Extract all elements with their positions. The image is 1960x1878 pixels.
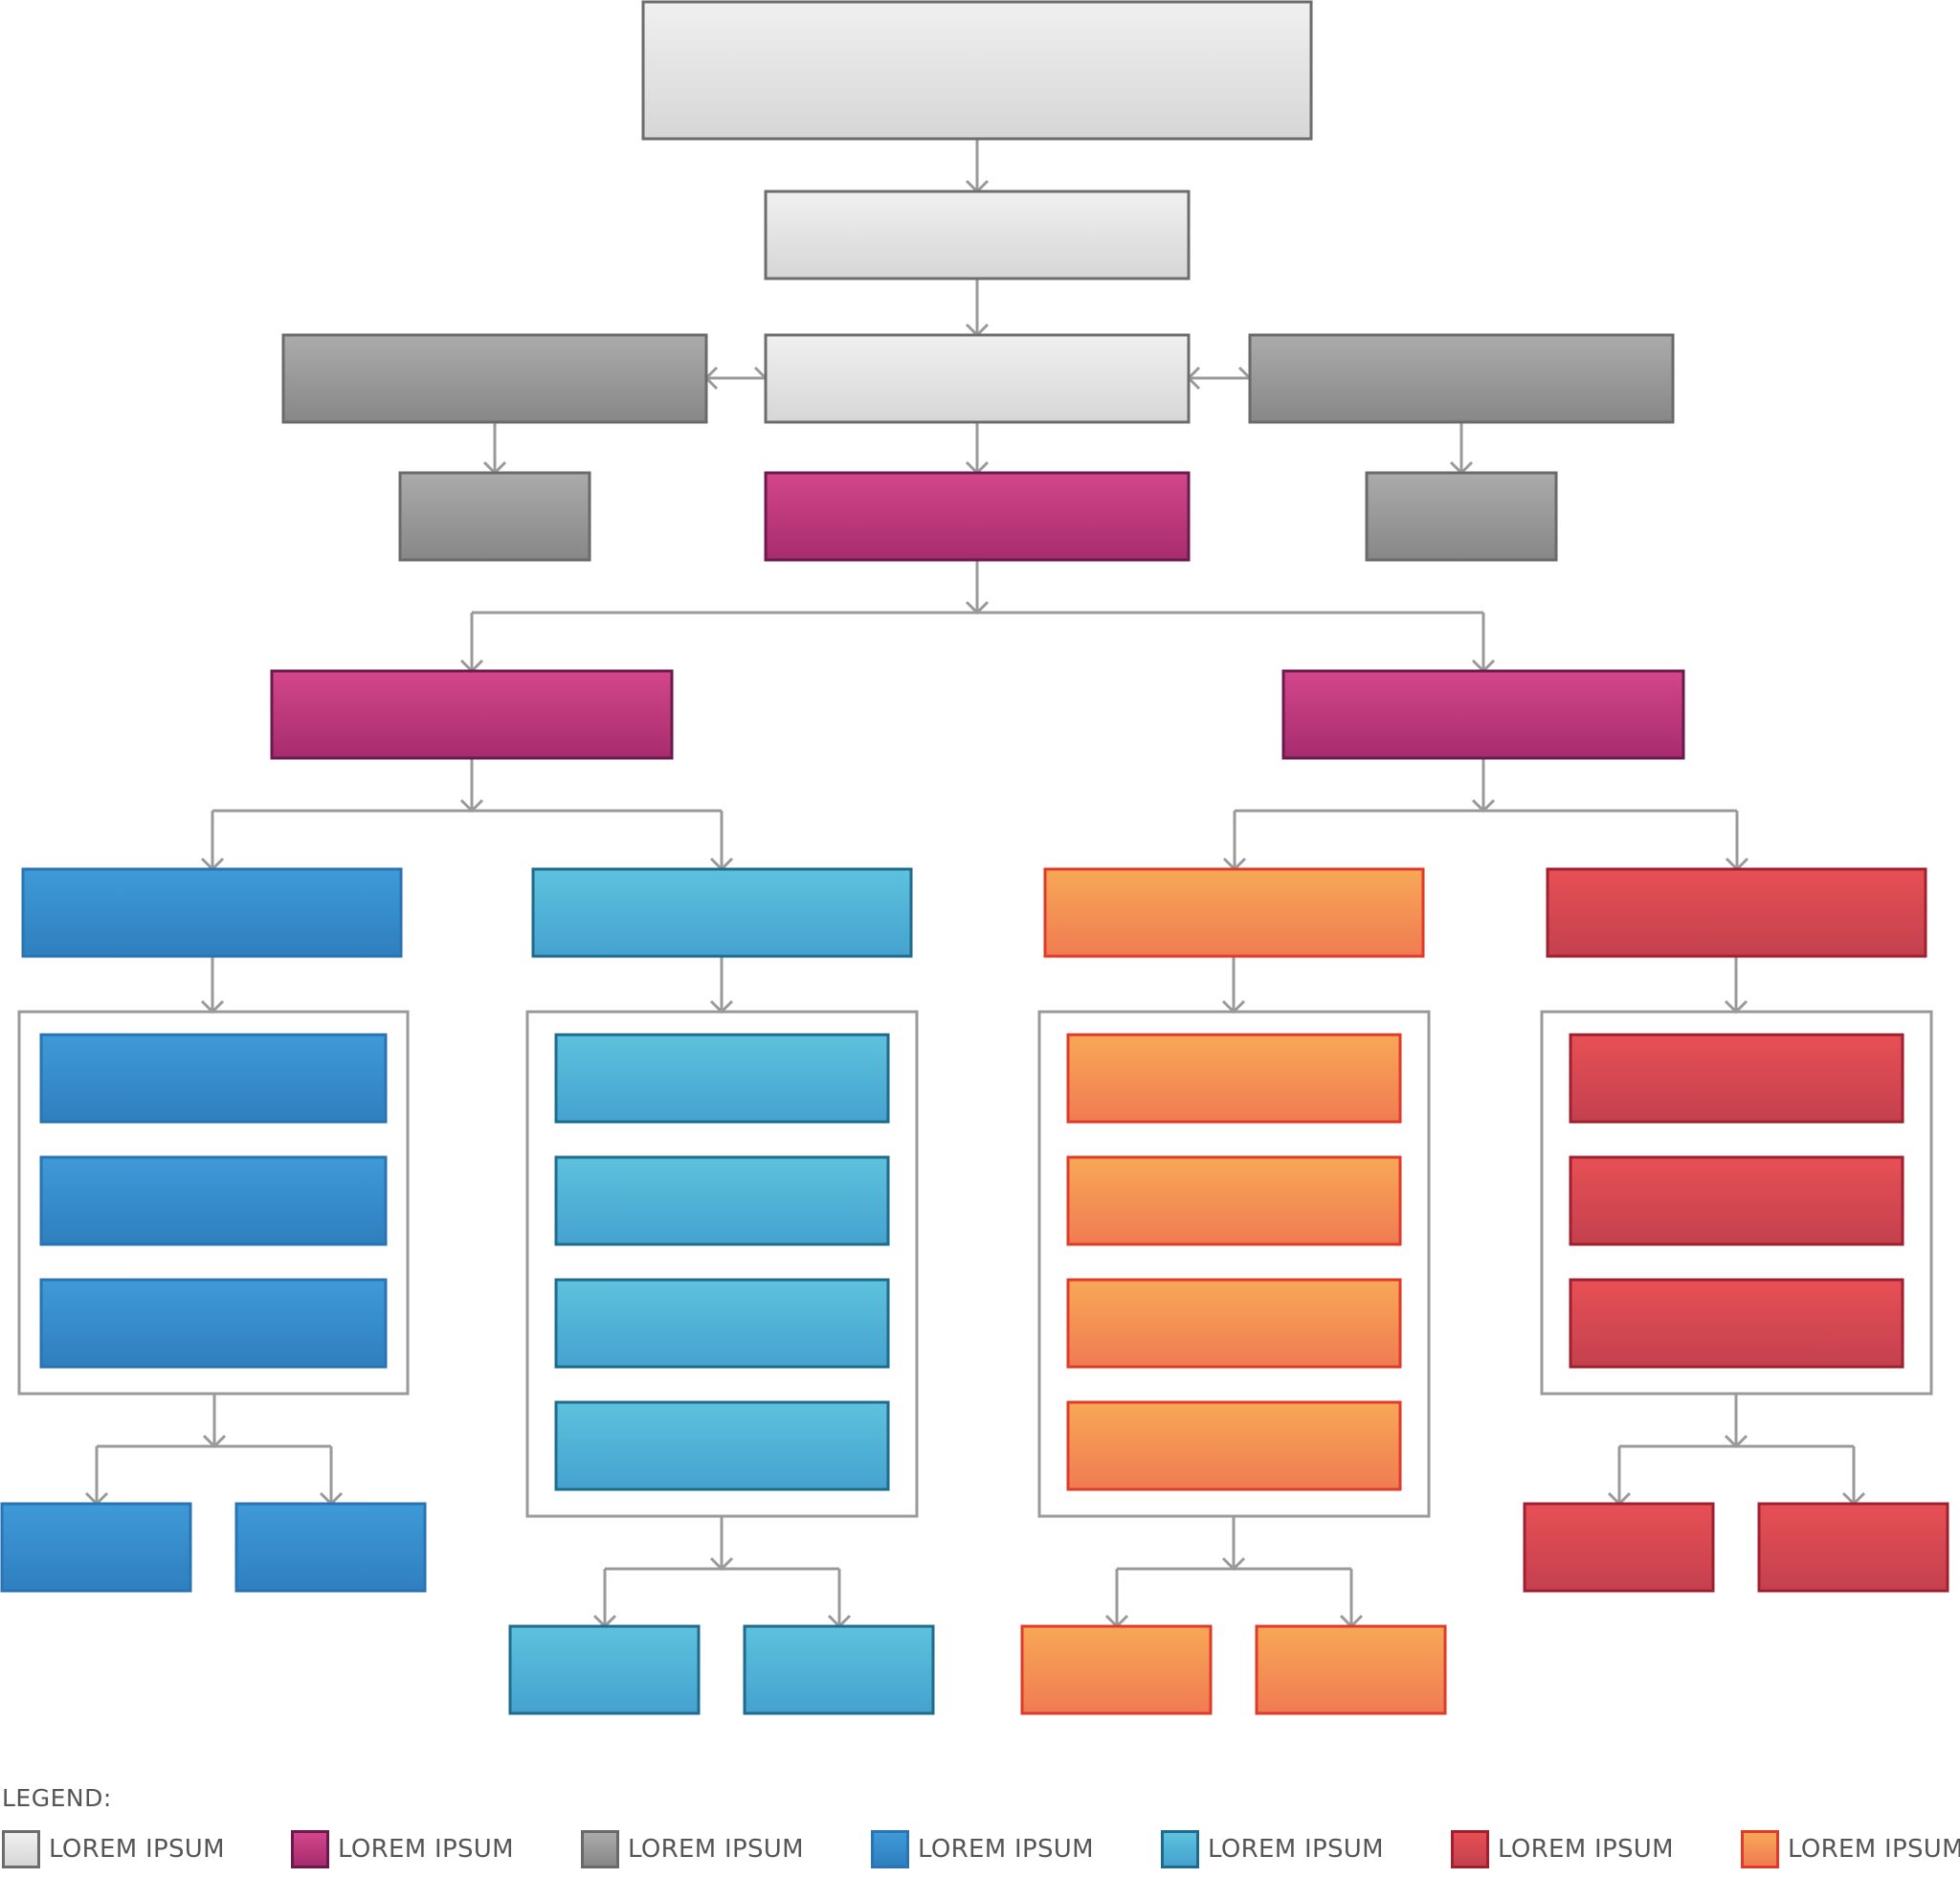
legend-title: LEGEND: [2,1784,112,1812]
center-box [764,333,1191,424]
blue-item-1 [39,1033,388,1124]
edge-cyanhead-group-head [709,999,734,1015]
red-item-3 [1569,1278,1904,1369]
red-item-1 [1569,1033,1904,1124]
cyan-leaf-1 [508,1624,701,1715]
root-box [641,0,1313,141]
legend-item-gray: LOREM IPSUM [581,1828,804,1870]
legend-item-light: LOREM IPSUM [2,1828,225,1870]
magenta-hub [764,471,1191,562]
blue-item-3 [39,1278,388,1369]
legend-swatch-gray [581,1830,619,1868]
legend-item-orange: LOREM IPSUM [1741,1828,1960,1870]
legend-label: LOREM IPSUM [628,1835,804,1864]
left-gray-child [398,471,591,562]
legend-label: LOREM IPSUM [1788,1835,1960,1864]
legend-item-red: LOREM IPSUM [1451,1828,1674,1870]
legend-swatch-red [1451,1830,1489,1868]
legend-label: LOREM IPSUM [338,1835,514,1864]
cyan-leaf-2 [743,1624,935,1715]
legend-label: LOREM IPSUM [49,1835,225,1864]
legend-item-magenta: LOREM IPSUM [291,1828,514,1870]
edge-orangehead-group-head [1221,999,1246,1015]
legend-item-cyan: LOREM IPSUM [1161,1828,1384,1870]
legend-label: LOREM IPSUM [918,1835,1094,1864]
legend-label: LOREM IPSUM [1498,1835,1674,1864]
cyan-head [531,867,913,958]
blue-leaf-1 [0,1502,192,1593]
red-leaf-2 [1757,1502,1949,1593]
level2-box [764,190,1191,280]
legend-swatch-magenta [291,1830,329,1868]
red-head [1546,867,1927,958]
orange-head [1043,867,1425,958]
cyan-item-4 [554,1400,890,1491]
magenta-right [1281,669,1685,760]
blue-head [21,867,403,958]
legend-item-blue: LOREM IPSUM [871,1828,1094,1870]
magenta-left [270,669,674,760]
cyan-item-1 [554,1033,890,1124]
edge-redhead-group-head [1724,999,1748,1015]
cyan-item-3 [554,1278,890,1369]
cyan-item-2 [554,1155,890,1246]
legend-swatch-blue [871,1830,909,1868]
legend-swatch-orange [1741,1830,1779,1868]
left-gray-box [281,333,708,424]
orange-item-2 [1066,1155,1402,1246]
orange-leaf-1 [1020,1624,1213,1715]
legend-swatch-light [2,1830,40,1868]
orange-leaf-2 [1255,1624,1447,1715]
legend-label: LOREM IPSUM [1208,1835,1384,1864]
right-gray-box [1248,333,1675,424]
blue-leaf-2 [234,1502,427,1593]
orange-item-1 [1066,1033,1402,1124]
orange-item-3 [1066,1278,1402,1369]
orange-item-4 [1066,1400,1402,1491]
red-leaf-1 [1523,1502,1715,1593]
right-gray-child [1365,471,1558,562]
red-item-2 [1569,1155,1904,1246]
blue-item-2 [39,1155,388,1246]
edge-bluehead-group-head [200,999,225,1015]
legend-swatch-cyan [1161,1830,1199,1868]
